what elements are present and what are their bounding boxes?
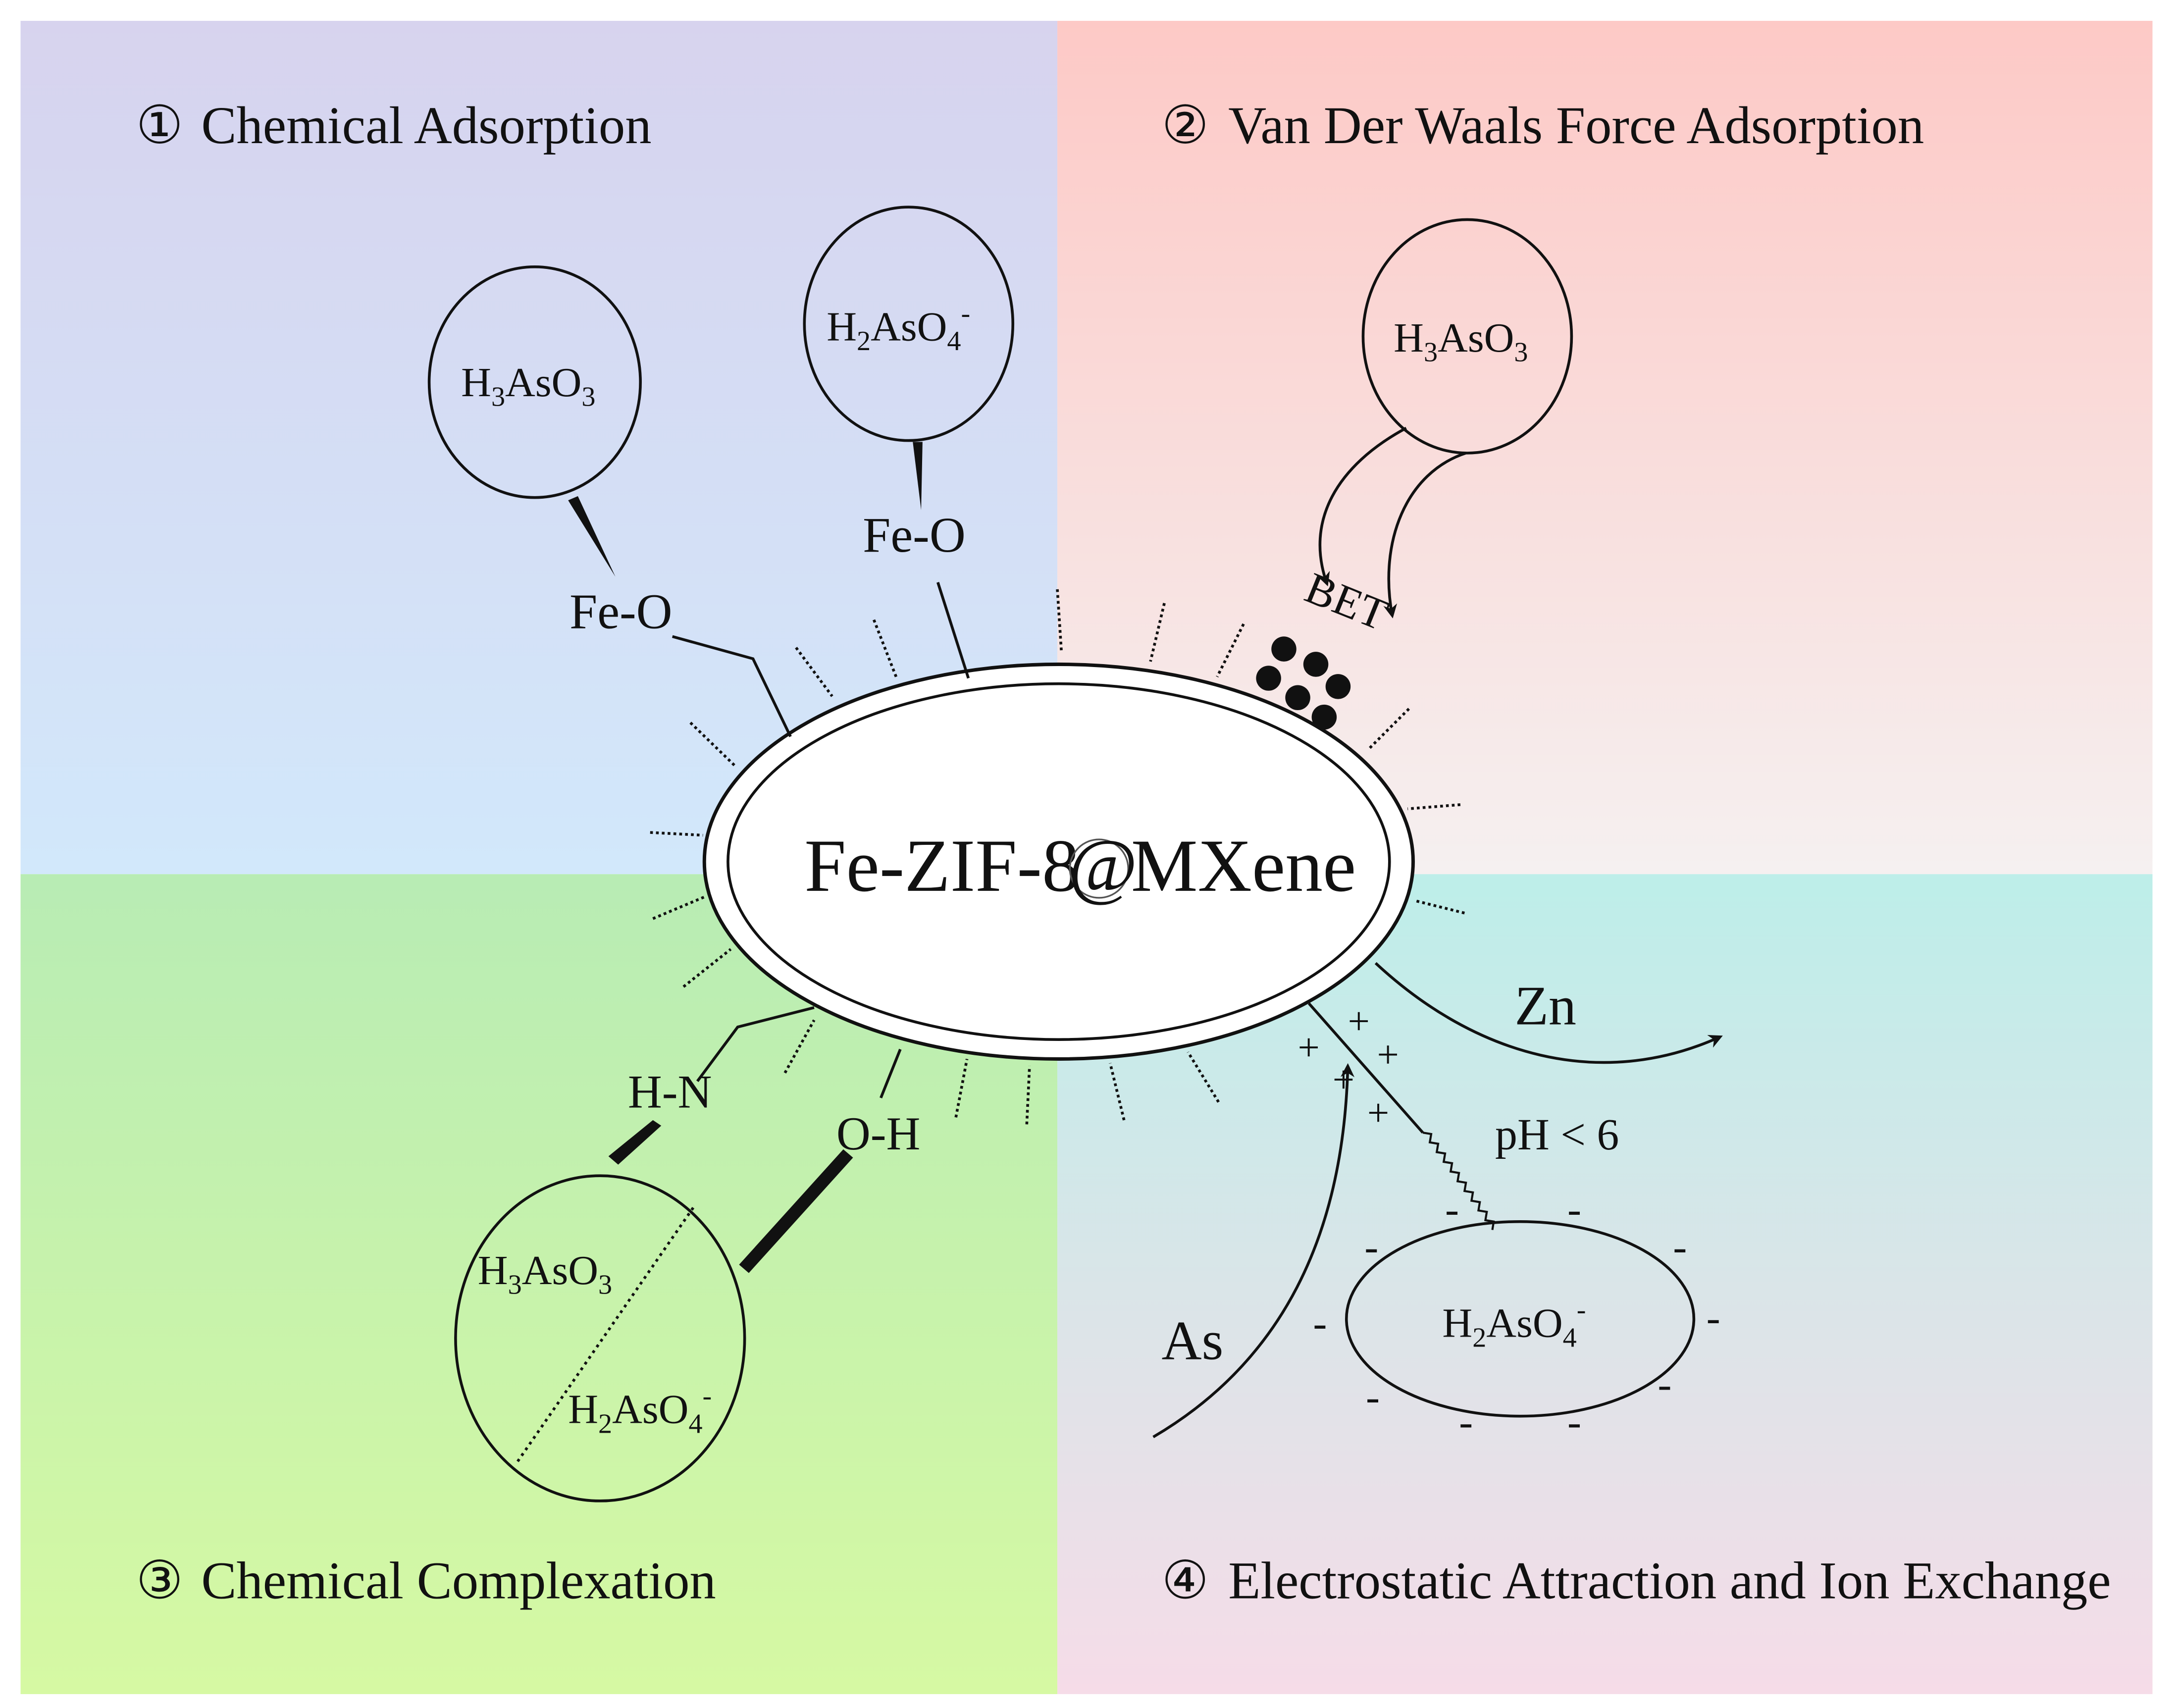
q1-wedge-bond-1 [568, 496, 616, 577]
plus-charge: + [1367, 1091, 1389, 1134]
minus-charge: - [1567, 1187, 1581, 1233]
minus-charge: - [1313, 1300, 1327, 1346]
svg-text:H3AsO3: H3AsO3 [461, 360, 595, 413]
q3-wedge-bond-1 [608, 1120, 662, 1165]
q4-zn-label: Zn [1514, 975, 1576, 1036]
center-label-left: Fe-ZIF-8 [804, 824, 1080, 907]
q1-bond-label-2: Fe-O [863, 507, 966, 563]
minus-charge: - [1459, 1399, 1473, 1445]
q4-as-arrow [1152, 1063, 1355, 1439]
q4-as-label: As [1162, 1310, 1224, 1372]
q1-bond-line-1 [672, 635, 792, 737]
q2-pore-dots [1256, 636, 1351, 730]
center-label-right: MXene [1131, 824, 1356, 907]
quadrant-2-number: ② [1162, 97, 1209, 155]
q4-minus-charges: - - - - - - - - - - [1313, 1187, 1720, 1445]
surface-hash-marks [650, 589, 1465, 1125]
quadrant-2-title: ② Van Der Waals Force Adsorption [1162, 97, 1924, 155]
q2-molecule: H3AsO3 [1361, 218, 1573, 455]
minus-charge: - [1366, 1374, 1380, 1420]
q3-bond-line-2 [880, 1048, 902, 1099]
q1-molecule-1: H3AsO3 [427, 265, 642, 499]
svg-text:H2AsO4-: H2AsO4- [568, 1381, 712, 1439]
q4-zn-arrow [1374, 962, 1723, 1064]
minus-charge: - [1707, 1294, 1720, 1341]
q4-surface-line [1307, 1002, 1424, 1134]
quadrant-3-title: ③ Chemical Complexation [136, 1552, 716, 1610]
plus-charge: + [1333, 1058, 1354, 1101]
svg-text:H2AsO4-: H2AsO4- [827, 298, 970, 357]
quadrant-2-label: Van Der Waals Force Adsorption [1228, 97, 1924, 155]
minus-charge: - [1658, 1361, 1671, 1407]
q3-wedge-bond-2 [739, 1149, 853, 1273]
fe-zif8-mxene-particle: Fe-ZIF-8 @ MXene [702, 662, 1415, 1061]
plus-charge: + [1377, 1033, 1399, 1076]
center-label-at: @ [1069, 824, 1138, 907]
svg-text:H3AsO3: H3AsO3 [478, 1247, 612, 1300]
q1-wedge-bond-2 [913, 442, 923, 510]
minus-charge: - [1567, 1399, 1581, 1445]
minus-charge: - [1673, 1224, 1687, 1270]
svg-text:H3AsO3: H3AsO3 [1394, 315, 1528, 368]
q3-bond-label-2: O-H [836, 1107, 921, 1160]
q3-molecule: H3AsO3 H2AsO4- [454, 1174, 746, 1502]
quadrant-1-label: Chemical Adsorption [201, 97, 651, 155]
quadrant-4-title: ④ Electrostatic Attraction and Ion Excha… [1162, 1552, 2111, 1610]
svg-text:H2AsO4-: H2AsO4- [1442, 1294, 1586, 1353]
quadrant-1-number: ① [136, 97, 183, 155]
q1-bond-line-2 [936, 582, 970, 679]
q4-molecule: H2AsO4- [1345, 1220, 1696, 1418]
q2-arrow-1 [1316, 426, 1407, 586]
q1-molecule-2: H2AsO4- [803, 206, 1015, 442]
quadrant-4-label: Electrostatic Attraction and Ion Exchang… [1228, 1552, 2111, 1610]
q4-plus-charges: + + + + + [1298, 999, 1399, 1134]
quadrant-3-number: ③ [136, 1552, 183, 1610]
quadrant-3-label: Chemical Complexation [201, 1552, 716, 1610]
q1-bond-label-1: Fe-O [570, 583, 673, 639]
plus-charge: + [1348, 999, 1370, 1042]
q4-wavy-bond [1422, 1132, 1495, 1230]
q3-bond-label-1: H-N [628, 1066, 712, 1118]
at-symbol-circle [1069, 838, 1129, 899]
quadrant-4-number: ④ [1162, 1552, 1209, 1610]
minus-charge: - [1445, 1187, 1459, 1233]
q2-arrow-2 [1383, 452, 1466, 619]
minus-charge: - [1364, 1224, 1378, 1270]
plus-charge: + [1298, 1026, 1320, 1069]
q4-ph-label: pH < 6 [1495, 1110, 1619, 1159]
q3-bond-line-1 [696, 1006, 815, 1083]
quadrant-1-title: ① Chemical Adsorption [136, 97, 651, 155]
